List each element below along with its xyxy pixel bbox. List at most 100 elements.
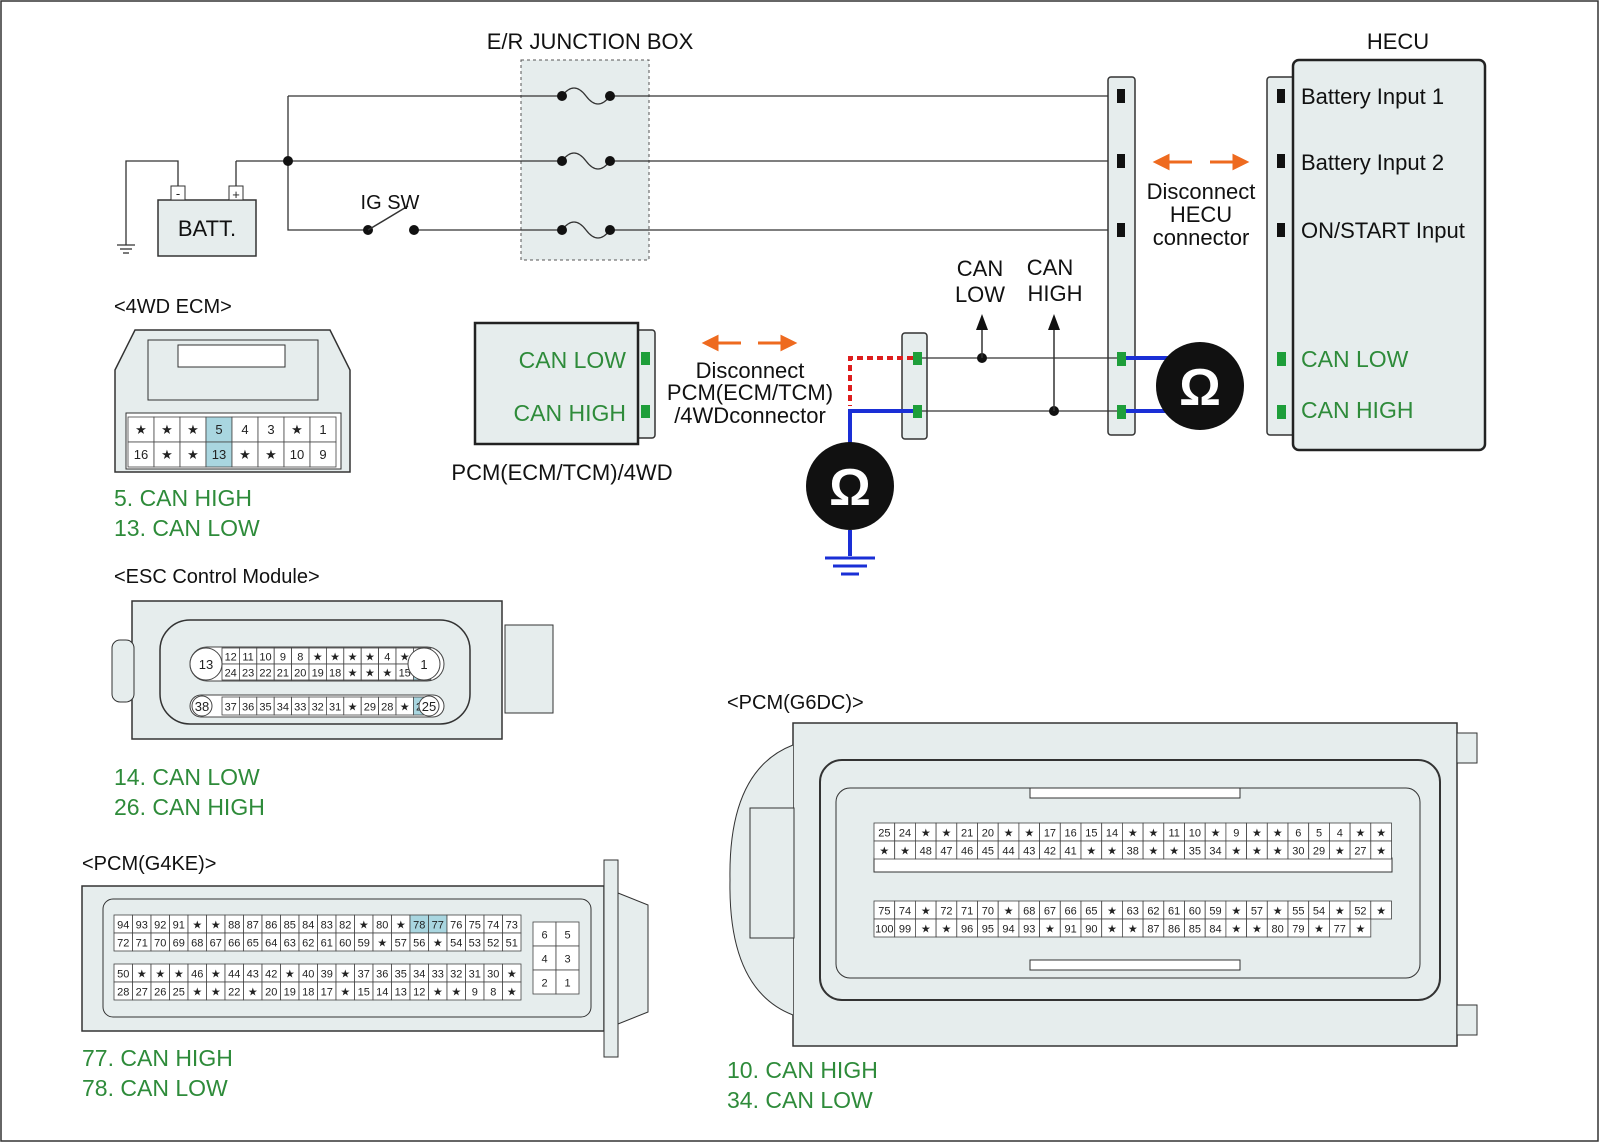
connector-pin: 59: [1204, 900, 1227, 920]
disconnect-pcm-line1: Disconnect: [696, 358, 805, 383]
connector-pin: 1: [309, 416, 337, 443]
svg-text:10: 10: [259, 652, 271, 664]
svg-text:56: 56: [413, 938, 425, 950]
connector-pin: 78: [409, 914, 429, 934]
connector-pin: 2: [532, 969, 557, 995]
svg-text:20: 20: [294, 668, 306, 680]
svg-text:28: 28: [381, 702, 393, 714]
connector-pin: 68: [1018, 900, 1041, 920]
connector-pin: 79: [1287, 918, 1310, 938]
svg-text:15: 15: [358, 987, 370, 999]
svg-text:99: 99: [899, 924, 911, 936]
connector-pin: ★: [428, 932, 448, 952]
power-circuit: E/R JUNCTION BOX IG SW: [117, 29, 1115, 261]
svg-text:5: 5: [564, 930, 570, 942]
connector-pin: 8: [483, 981, 503, 1001]
connector-pin: 10: [1184, 822, 1206, 842]
svg-text:26: 26: [154, 987, 166, 999]
svg-text:76: 76: [450, 920, 462, 932]
connector-pin: ★: [335, 981, 355, 1001]
svg-text:4: 4: [241, 422, 248, 437]
svg-text:33: 33: [432, 969, 444, 981]
connector-pin: 10: [283, 441, 311, 468]
svg-text:92: 92: [154, 920, 166, 932]
connector-pin: ★: [231, 441, 259, 468]
connector-pin: 69: [169, 932, 189, 952]
connector-pin: ★: [1349, 822, 1372, 842]
svg-text:27: 27: [1354, 846, 1366, 858]
ohmmeter-ground: [806, 442, 894, 530]
svg-text:★: ★: [330, 652, 340, 664]
connector-pin: 29: [360, 696, 380, 716]
svg-text:★: ★: [248, 987, 258, 999]
connector-pin: 73: [502, 914, 522, 934]
connector-pin: ★: [1329, 900, 1351, 920]
svg-text:57: 57: [395, 938, 407, 950]
svg-text:★: ★: [1252, 828, 1262, 840]
connector-pin: ★: [1101, 918, 1123, 938]
connector-pin: ★: [446, 981, 466, 1001]
svg-text:16: 16: [134, 447, 148, 462]
ohm-icon: Ω: [1179, 359, 1221, 417]
connector-pin: 67: [1039, 900, 1061, 920]
svg-text:80: 80: [376, 920, 388, 932]
svg-text:55: 55: [1292, 906, 1304, 918]
svg-text:2: 2: [541, 978, 547, 990]
svg-text:★: ★: [382, 668, 392, 680]
svg-text:33: 33: [294, 702, 306, 714]
connector-pin: 4: [532, 945, 557, 971]
connector-pin: 12: [409, 981, 429, 1001]
svg-text:4: 4: [1337, 828, 1343, 840]
svg-text:★: ★: [348, 702, 358, 714]
connector-pin: ★: [997, 900, 1020, 920]
ig-switch-label: IG SW: [361, 192, 420, 214]
connector-pin: ★: [179, 416, 207, 443]
connector-pin: 20: [261, 981, 281, 1001]
connector-pin: 25: [873, 822, 896, 842]
svg-text:15: 15: [399, 668, 411, 680]
ground-symbol: [825, 556, 875, 576]
connector-pin: 86: [261, 914, 281, 934]
svg-text:21: 21: [961, 828, 973, 840]
svg-text:40: 40: [302, 969, 314, 981]
connector-pin: ★: [1163, 840, 1185, 860]
connector-pin: ★: [1349, 918, 1372, 938]
connector-pin: ★: [187, 981, 207, 1001]
svg-text:★: ★: [1004, 828, 1014, 840]
connector-pin: ★: [1308, 918, 1330, 938]
svg-text:★: ★: [400, 652, 410, 664]
svg-text:93: 93: [1023, 924, 1035, 936]
fuse-1: [557, 86, 615, 106]
disconnect-hecu-line2: HECU: [1170, 202, 1232, 227]
connector-pin: 64: [261, 932, 281, 952]
svg-text:★: ★: [239, 447, 251, 462]
connector-pin: ★: [1329, 840, 1351, 860]
svg-text:70: 70: [982, 906, 994, 918]
connector-pin: ★: [280, 963, 300, 983]
svg-text:37: 37: [225, 702, 237, 714]
svg-text:★: ★: [1314, 924, 1324, 936]
svg-text:27: 27: [136, 987, 148, 999]
svg-text:20: 20: [265, 987, 277, 999]
svg-text:39: 39: [321, 969, 333, 981]
connector-pin: 33: [291, 696, 310, 716]
svg-text:30: 30: [487, 969, 499, 981]
can-low-test-lead: [848, 356, 913, 406]
connector-pin: 55: [1287, 900, 1310, 920]
connector-pin: 93: [1018, 918, 1041, 938]
svg-text:★: ★: [161, 422, 173, 437]
connector-pin: ★: [1370, 840, 1392, 860]
svg-text:★: ★: [192, 920, 202, 932]
connector-note: 10. CAN HIGH: [727, 1057, 878, 1083]
connector-pin: 72: [935, 900, 958, 920]
svg-text:13: 13: [199, 657, 213, 672]
connector-pin: 61: [1163, 900, 1185, 920]
svg-text:17: 17: [321, 987, 333, 999]
connector-pin: 57: [391, 932, 411, 952]
connector-pin: 84: [298, 914, 318, 934]
svg-text:6: 6: [1295, 828, 1301, 840]
svg-text:★: ★: [1335, 906, 1345, 918]
svg-text:47: 47: [940, 846, 952, 858]
svg-text:★: ★: [1273, 846, 1283, 858]
connector-pin: ★: [187, 914, 207, 934]
